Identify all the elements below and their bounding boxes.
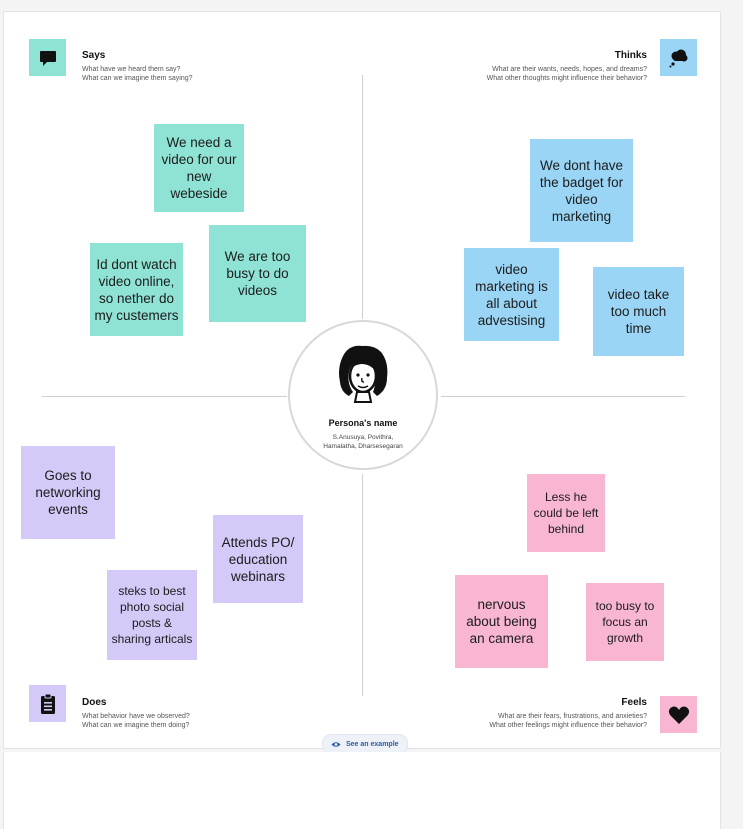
- sticky-note-feels-1[interactable]: Less he could be left behind: [527, 474, 605, 552]
- sticky-note-feels-3[interactable]: too busy to focus an growth: [586, 583, 664, 661]
- sticky-note-says-3[interactable]: We are too busy to do videos: [209, 225, 306, 322]
- does-prompt-1: What behavior have we observed?: [82, 713, 190, 720]
- lower-panel: [3, 752, 721, 829]
- speech-bubble-icon: [29, 39, 66, 76]
- thought-cloud-icon: [660, 39, 697, 76]
- feels-prompt-1: What are their fears, frustrations, and …: [497, 713, 647, 720]
- says-prompt-2: What can we imagine them saying?: [82, 75, 193, 82]
- see-example-label: See an example: [346, 740, 399, 748]
- see-example-button[interactable]: See an example: [322, 734, 408, 754]
- sticky-note-says-2[interactable]: Id dont watch video online, so nether do…: [90, 243, 183, 336]
- thinks-prompt-2: What other thoughts might influence thei…: [486, 75, 647, 82]
- thinks-title: Thinks: [614, 50, 647, 61]
- thinks-header: Thinks What are their wants, needs, hope…: [487, 50, 647, 83]
- does-header: Does What behavior have we observed? Wha…: [82, 697, 190, 730]
- persona-card[interactable]: Persona's name S.Anusuya, Povithra, Hama…: [288, 320, 438, 470]
- sticky-note-does-2[interactable]: Attends PO/ education webinars: [213, 515, 303, 603]
- sticky-note-feels-2[interactable]: nervous about being an camera: [455, 575, 548, 668]
- sticky-note-thinks-2[interactable]: video marketing is all about advestising: [464, 248, 559, 341]
- sticky-note-does-3[interactable]: steks to best photo social posts & shari…: [107, 570, 197, 660]
- feels-prompt-2: What other feelings might influence thei…: [489, 722, 647, 729]
- thinks-prompt-1: What are their wants, needs, hopes, and …: [492, 66, 647, 73]
- persona-name: Persona's name: [328, 418, 398, 428]
- feels-title: Feels: [621, 697, 647, 708]
- sticky-note-thinks-3[interactable]: video take too much time: [593, 267, 684, 356]
- clipboard-icon: [29, 685, 66, 722]
- divider-vertical-bottom: [362, 474, 363, 696]
- divider-horizontal-right: [441, 396, 685, 397]
- sticky-note-says-1[interactable]: We need a video for our new webeside: [154, 124, 244, 212]
- sticky-note-does-1[interactable]: Goes to networking events: [21, 446, 115, 539]
- says-prompt-1: What have we heard them say?: [82, 66, 181, 73]
- says-header: Says What have we heard them say? What c…: [82, 50, 193, 83]
- divider-horizontal-left: [42, 396, 287, 397]
- divider-vertical-top: [362, 75, 363, 319]
- says-title: Says: [82, 50, 106, 61]
- sticky-note-thinks-1[interactable]: We dont have the badget for video market…: [530, 139, 633, 242]
- feels-header: Feels What are their fears, frustrations…: [489, 697, 647, 730]
- eye-icon: [331, 741, 341, 747]
- persona-avatar: [339, 345, 388, 403]
- persona-members: S.Anusuya, Povithra, Hamalatha, Dharsese…: [323, 434, 403, 450]
- empathy-map-canvas: Says What have we heard them say? What c…: [3, 11, 721, 754]
- heart-icon: [660, 696, 697, 733]
- does-title: Does: [82, 697, 107, 708]
- does-prompt-2: What can we imagine them doing?: [82, 722, 190, 729]
